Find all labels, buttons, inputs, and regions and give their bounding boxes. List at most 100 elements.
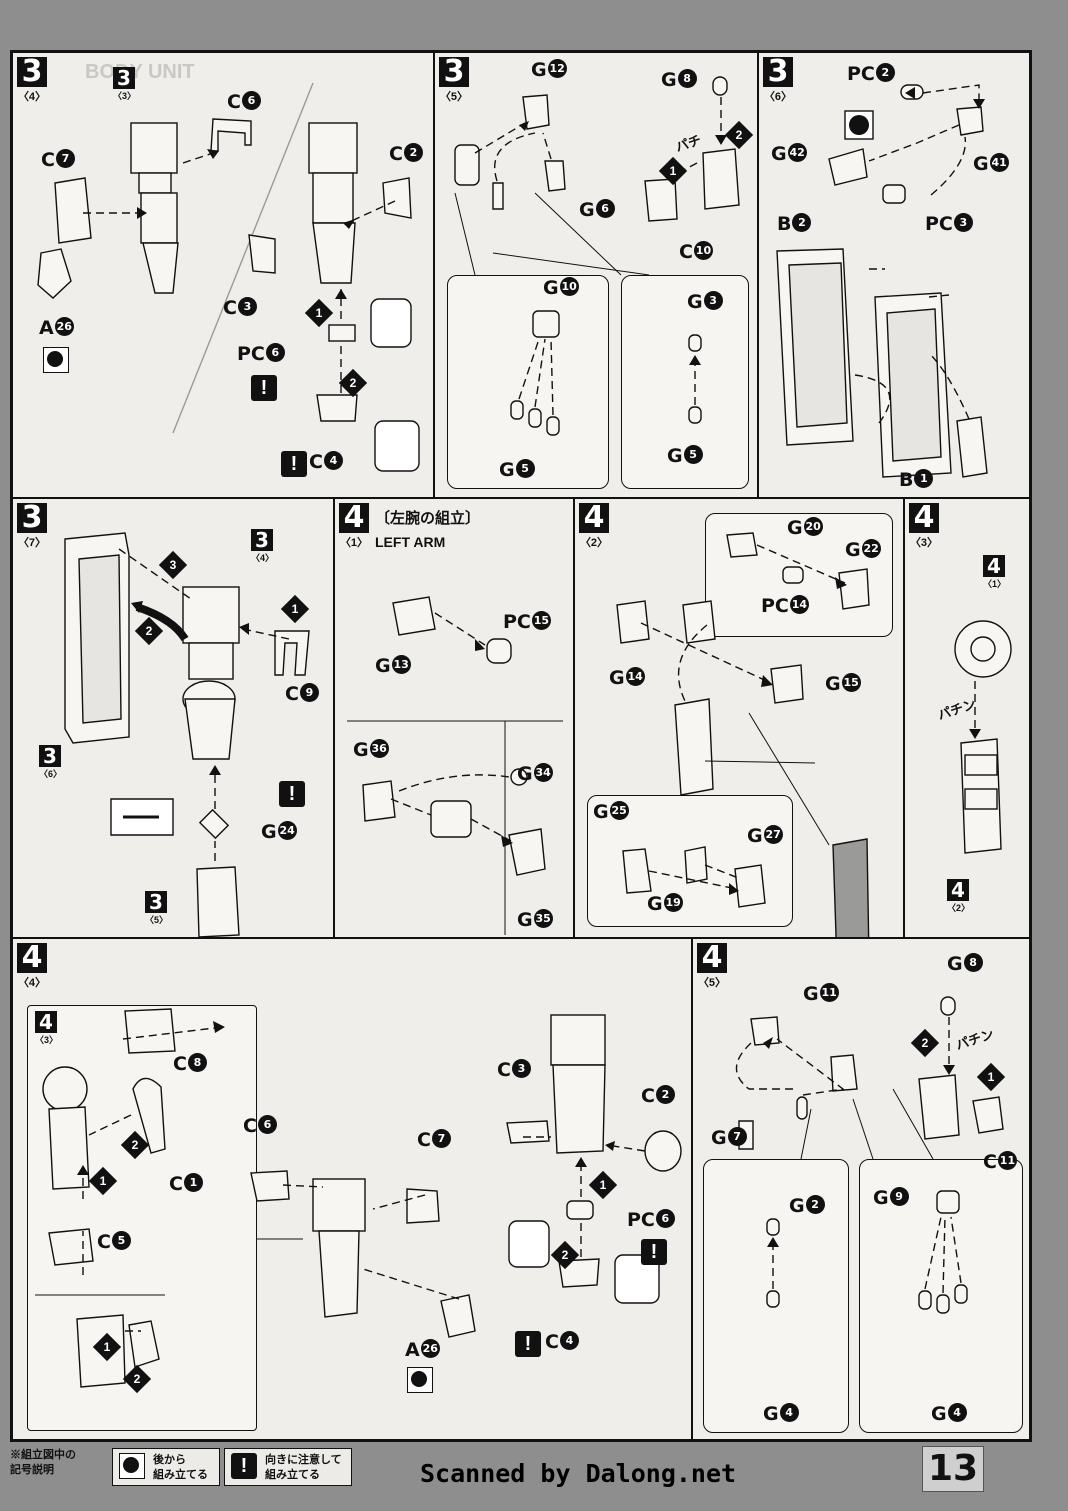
step-sequence-icon: 2 (120, 1130, 150, 1160)
assemble-later-icon (407, 1367, 433, 1393)
panel-3-4: 3 〈4〉 BODY UNIT 3〈3〉 (12, 52, 434, 498)
caution-icon: ! (279, 781, 305, 807)
panel-3-6: 3 〈6〉 (758, 52, 1030, 498)
step-number: 4 〈3〉 (909, 500, 939, 549)
caution-icon: ! (515, 1331, 541, 1357)
assembly-drawing (735, 996, 1004, 1314)
step-reference: 4〈2〉 (947, 878, 971, 913)
panel-3-7: 3 〈7〉 3〈4〉 3〈6〉 3〈5〉 (12, 498, 334, 938)
assembly-drawing (776, 84, 988, 478)
step-number: 4 〈5〉 (697, 940, 727, 989)
legend-assemble-later: 後から 組み立てる (112, 1448, 220, 1486)
step-sequence-icon: 3 (158, 550, 188, 580)
step-sequence-icon: 2 (134, 616, 164, 646)
step-sequence-icon: 2 (122, 1364, 152, 1394)
caution-icon: ! (641, 1239, 667, 1265)
assemble-later-icon (43, 347, 69, 373)
assembly-drawing (64, 532, 310, 937)
caution-icon: ! (281, 451, 307, 477)
page-number: 13 (922, 1446, 984, 1492)
panel-4-4: 4 〈4〉 4〈3〉 (12, 938, 692, 1440)
assembly-drawing (954, 620, 1012, 854)
step-number: 4 〈2〉 (579, 500, 609, 549)
legend-caution: ! 向きに注意して 組み立てる (224, 1448, 352, 1486)
step-sequence-icon: 1 (92, 1332, 122, 1362)
step-reference: 3〈3〉 (113, 66, 137, 101)
panel-4-3: 4 〈3〉 4〈1〉 4〈2〉 パチン (904, 498, 1030, 938)
step-reference: 4〈3〉 (35, 1010, 59, 1045)
step-sequence-icon: 1 (658, 156, 688, 186)
step-number: 4 〈1〉 (339, 500, 369, 549)
step-sequence-icon: 2 (338, 368, 368, 398)
sub-detail-box (447, 275, 609, 489)
step-sequence-icon: 1 (304, 298, 334, 328)
caution-icon: ! (251, 375, 277, 401)
panel-3-5: 3 〈5〉 (434, 52, 758, 498)
step-reference: 3〈4〉 (251, 528, 275, 563)
assemble-later-icon (119, 1453, 145, 1479)
step-sequence-icon: 2 (910, 1028, 940, 1058)
panel-4-5: 4 〈5〉 (692, 938, 1030, 1440)
step-reference: 4〈1〉 (983, 554, 1007, 589)
section-title: 〔左腕の組立〕 LEFT ARM (375, 510, 481, 550)
assembly-drawing (347, 596, 563, 935)
step-sequence-icon: 1 (588, 1170, 618, 1200)
step-number: 3 〈4〉 (17, 54, 47, 103)
step-number: 3 〈5〉 (439, 54, 469, 103)
scanner-credit: Scanned by Dalong.net (420, 1459, 737, 1488)
step-reference: 3〈6〉 (39, 744, 63, 779)
step-sequence-icon: 2 (724, 120, 754, 150)
step-number: 3 〈6〉 (763, 54, 793, 103)
panel-4-1: 4 〈1〉 〔左腕の組立〕 LEFT ARM (334, 498, 574, 938)
caution-icon: ! (231, 1453, 257, 1479)
assembly-drawing (35, 1008, 682, 1388)
step-number: 3 〈7〉 (17, 500, 47, 549)
panel-4-2: 4 〈2〉 (574, 498, 904, 938)
step-sequence-icon: 1 (280, 594, 310, 624)
